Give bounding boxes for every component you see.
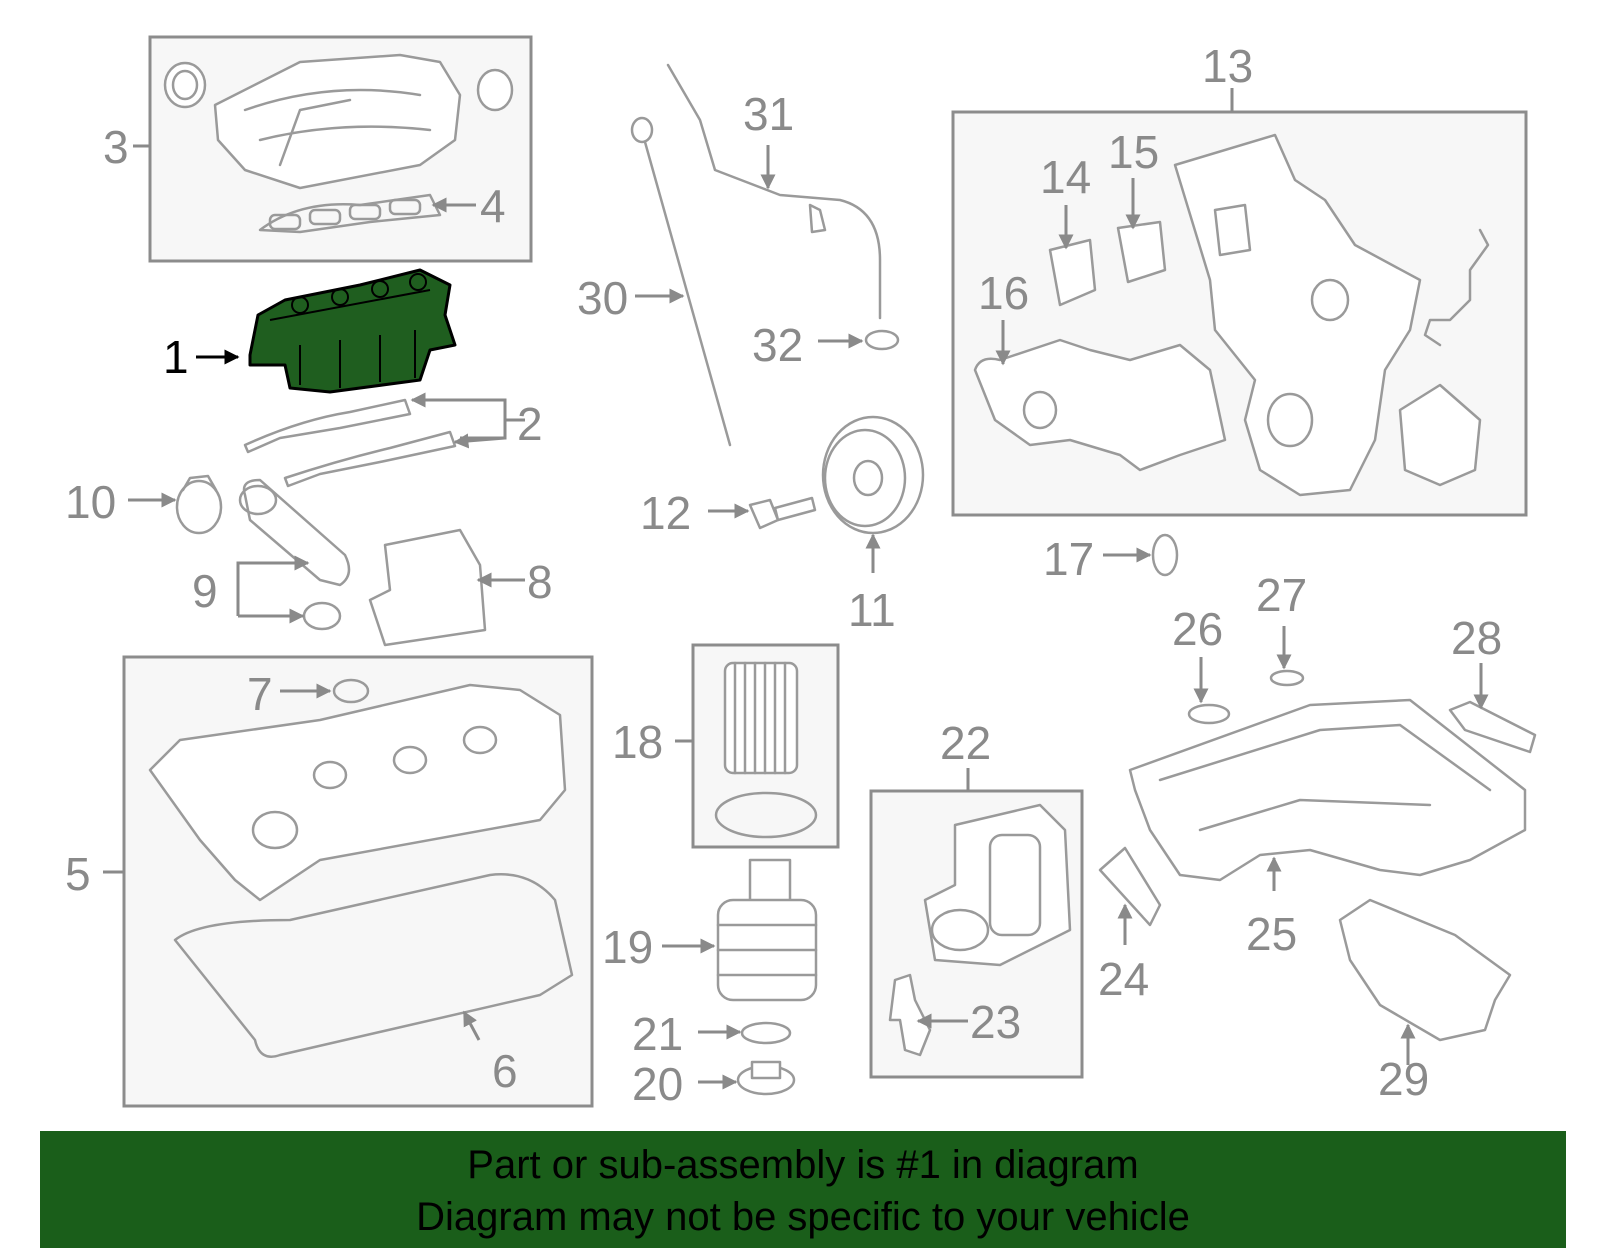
callout-22: 22 — [940, 717, 991, 769]
o-ring-32-part — [864, 329, 900, 351]
callout-29: 29 — [1378, 1053, 1429, 1105]
callout-30: 30 — [577, 272, 628, 324]
callout-27: 27 — [1256, 569, 1307, 621]
cover-plate-part — [1398, 383, 1482, 487]
callout-14: 14 — [1040, 151, 1091, 203]
crankshaft-pulley-part — [821, 415, 925, 535]
bolt-part — [748, 496, 817, 530]
o-ring-7-part — [332, 678, 370, 704]
callout-3: 3 — [103, 121, 129, 173]
callout-5: 5 — [65, 848, 91, 900]
callout-20: 20 — [632, 1058, 683, 1110]
callout-4: 4 — [480, 180, 506, 232]
callout-9: 9 — [192, 565, 218, 617]
drain-plug-20-part — [736, 1060, 796, 1096]
dipstick-part — [630, 116, 732, 447]
callout-26: 26 — [1172, 603, 1223, 655]
intake-plenum-part — [163, 53, 514, 234]
seal-17-part — [1151, 533, 1179, 577]
callout-18: 18 — [612, 716, 663, 768]
dipstick-guide-part — [666, 63, 882, 320]
oil-filter-bracket-part — [923, 803, 1072, 967]
baffle-28-part — [1448, 700, 1537, 754]
callout-19: 19 — [602, 921, 653, 973]
callout-21: 21 — [632, 1008, 683, 1060]
callout-10: 10 — [65, 476, 116, 528]
callout-32: 32 — [752, 319, 803, 371]
callout-11: 11 — [848, 584, 896, 636]
filter-housing-cap-part — [716, 858, 818, 1002]
gasket-24-part — [1098, 846, 1162, 927]
gasket-14-part — [1048, 238, 1097, 307]
callout-28: 28 — [1451, 612, 1502, 664]
oil-pan-lower-part — [1338, 898, 1512, 1042]
callout-15: 15 — [1108, 126, 1159, 178]
water-pump-part — [973, 338, 1227, 472]
callout-7: 7 — [247, 668, 273, 720]
gasket-15-part — [1116, 220, 1167, 284]
callout-6: 6 — [492, 1045, 518, 1097]
cylinder-head-cover-part — [148, 683, 567, 902]
o-ring-21-part — [740, 1021, 792, 1045]
callout-16: 16 — [978, 267, 1029, 319]
oil-pipe-part — [1423, 228, 1490, 347]
oil-filler-cap-part — [175, 474, 223, 535]
o-ring-26-part — [1187, 703, 1231, 725]
oil-filler-tube-part — [238, 478, 351, 631]
manifold-gaskets-part — [243, 398, 457, 488]
callout-24: 24 — [1098, 953, 1149, 1005]
oil-filter-element-part — [714, 661, 818, 839]
callout-13: 13 — [1202, 40, 1253, 92]
leader-lines — [103, 88, 1489, 1090]
intake-manifold-part — [248, 268, 457, 394]
callout-31: 31 — [743, 88, 794, 140]
head-cover-gasket-part — [173, 873, 574, 1058]
callout-12: 12 — [640, 487, 691, 539]
info-banner: Part or sub-assembly is #1 in diagram Di… — [40, 1131, 1566, 1248]
callout-23: 23 — [970, 996, 1021, 1048]
sensor-23-part — [888, 973, 932, 1057]
callout-labels: 1 2 3 4 5 6 7 8 9 10 11 12 13 14 15 16 1… — [65, 40, 1502, 1110]
callout-8: 8 — [527, 556, 553, 608]
callout-17: 17 — [1043, 533, 1094, 585]
cover-part — [368, 528, 487, 647]
banner-line-1: Part or sub-assembly is #1 in diagram — [467, 1143, 1139, 1187]
callout-2: 2 — [517, 398, 543, 450]
banner-line-2: Diagram may not be specific to your vehi… — [416, 1195, 1190, 1239]
callout-1: 1 — [163, 331, 189, 383]
o-ring-27-part — [1269, 669, 1305, 687]
callout-25: 25 — [1246, 908, 1297, 960]
timing-cover-part — [1173, 133, 1422, 497]
